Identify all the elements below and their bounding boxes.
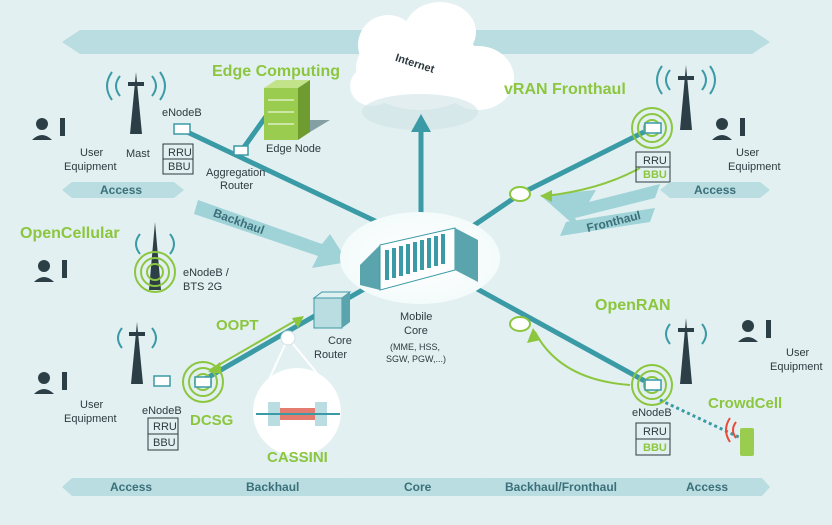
openran-label: OpenRAN xyxy=(595,297,671,314)
internet-cloud: Internet xyxy=(350,2,514,130)
green-ring-opencellular xyxy=(134,251,176,293)
bottom-left-ue-line1: User xyxy=(80,399,104,411)
rru-bbu-box-left-top xyxy=(162,143,194,175)
backhaul-arrow-label: Backhaul xyxy=(211,206,266,237)
mast-tower-bottom-left xyxy=(129,322,145,384)
user-icon-top-left xyxy=(32,118,65,140)
core-to-internet-arrow xyxy=(411,114,431,222)
enodeb-bts-line2: BTS 2G xyxy=(183,281,222,293)
bottom-left-enodeb-label: eNodeB xyxy=(142,405,182,417)
bottom-band-access-right: Access xyxy=(686,480,728,494)
mobile-core-hub xyxy=(340,212,500,304)
user-icon-bottom-right xyxy=(738,320,771,342)
opencellular-label: OpenCellular xyxy=(20,225,120,242)
bottom-right-rru-label: RRU xyxy=(643,426,667,438)
left-ue-line1: User xyxy=(80,147,104,159)
access-band-left-label: Access xyxy=(100,183,142,197)
bottom-band-access-left: Access xyxy=(110,480,152,494)
edge-computing-label: Edge Computing xyxy=(212,63,340,80)
left-bbu-label: BBU xyxy=(168,161,191,173)
right-bbu-label: BBU xyxy=(643,169,667,181)
bottom-band-core: Core xyxy=(404,480,432,494)
user-icon-top-right xyxy=(712,118,745,140)
oopt-label: OOPT xyxy=(216,317,259,334)
bottom-right-bbu-label: BBU xyxy=(643,442,667,454)
right-ue-line1: User xyxy=(736,147,760,159)
bottom-left-ue-line2: Equipment xyxy=(64,413,117,425)
access-band-right-label: Access xyxy=(694,183,736,197)
bottom-band-backhaul: Backhaul xyxy=(246,480,299,494)
rru-bbu-box-bottom-right xyxy=(635,422,671,456)
left-ue-line2: Equipment xyxy=(64,161,117,173)
core-router-line1: Core xyxy=(328,335,352,347)
access-band-right: Access xyxy=(660,182,770,198)
aggregation-router-line1: Aggregation xyxy=(206,167,265,179)
edge-node-label: Edge Node xyxy=(266,143,321,155)
bottom-band-backhaul-fronthaul: Backhaul/Fronthaul xyxy=(505,480,617,494)
core-router-line2: Router xyxy=(314,349,347,361)
crowdcell-device xyxy=(725,417,754,456)
left-rru-label: RRU xyxy=(168,147,192,159)
green-arrows xyxy=(209,167,641,386)
bottom-right-ue-line2: Equipment xyxy=(770,361,823,373)
mast-tower-bottom-right xyxy=(678,318,694,384)
mast-tower-middle-left xyxy=(149,222,161,290)
bottom-left-bbu-label: BBU xyxy=(153,437,176,449)
left-enodeb-label: eNodeB xyxy=(162,107,202,119)
mobile-core-line1: Mobile xyxy=(400,311,432,323)
enodeb-bts-line1: eNodeB / xyxy=(183,267,230,279)
bottom-left-rru-label: RRU xyxy=(153,421,177,433)
mobile-core-functions-line2: SGW, PGW,...) xyxy=(386,354,446,364)
cassini-device xyxy=(253,330,341,456)
user-icon-middle-left xyxy=(34,260,67,282)
cassini-label: CASSINI xyxy=(267,449,328,466)
right-ue-line2: Equipment xyxy=(728,161,781,173)
radio-waves xyxy=(106,65,716,349)
rru-bbu-box-bottom-left xyxy=(147,417,179,451)
edge-node-server xyxy=(264,80,330,140)
small-nodes xyxy=(153,122,662,391)
user-icon-bottom-left xyxy=(34,372,67,394)
backhaul-arrow: Backhaul xyxy=(194,200,348,268)
mast-tower-left-top xyxy=(128,72,144,134)
mobile-core-line2: Core xyxy=(404,325,428,337)
mast-tower-right-top xyxy=(678,65,694,130)
bottom-right-ue-line1: User xyxy=(786,347,810,359)
bottom-band: Access Backhaul Core Backhaul/Fronthaul … xyxy=(62,478,770,496)
aggregation-router-line2: Router xyxy=(220,180,253,192)
vran-fronthaul-label: vRAN Fronthaul xyxy=(504,81,626,98)
dcsg-label: DCSG xyxy=(190,412,233,429)
fronthaul-arrow: Fronthaul xyxy=(540,184,660,236)
left-mast-label: Mast xyxy=(126,148,150,160)
mobile-core-functions-line1: (MME, HSS, xyxy=(390,342,440,352)
core-router-server xyxy=(312,291,352,329)
crowdcell-link xyxy=(659,398,746,442)
rru-bbu-box-right-top xyxy=(635,151,671,183)
link-routers xyxy=(509,186,531,332)
bottom-right-enodeb-label: eNodeB xyxy=(632,407,672,419)
crowdcell-label: CrowdCell xyxy=(708,395,782,412)
access-band-left: Access xyxy=(62,182,184,198)
right-rru-label: RRU xyxy=(643,155,667,167)
